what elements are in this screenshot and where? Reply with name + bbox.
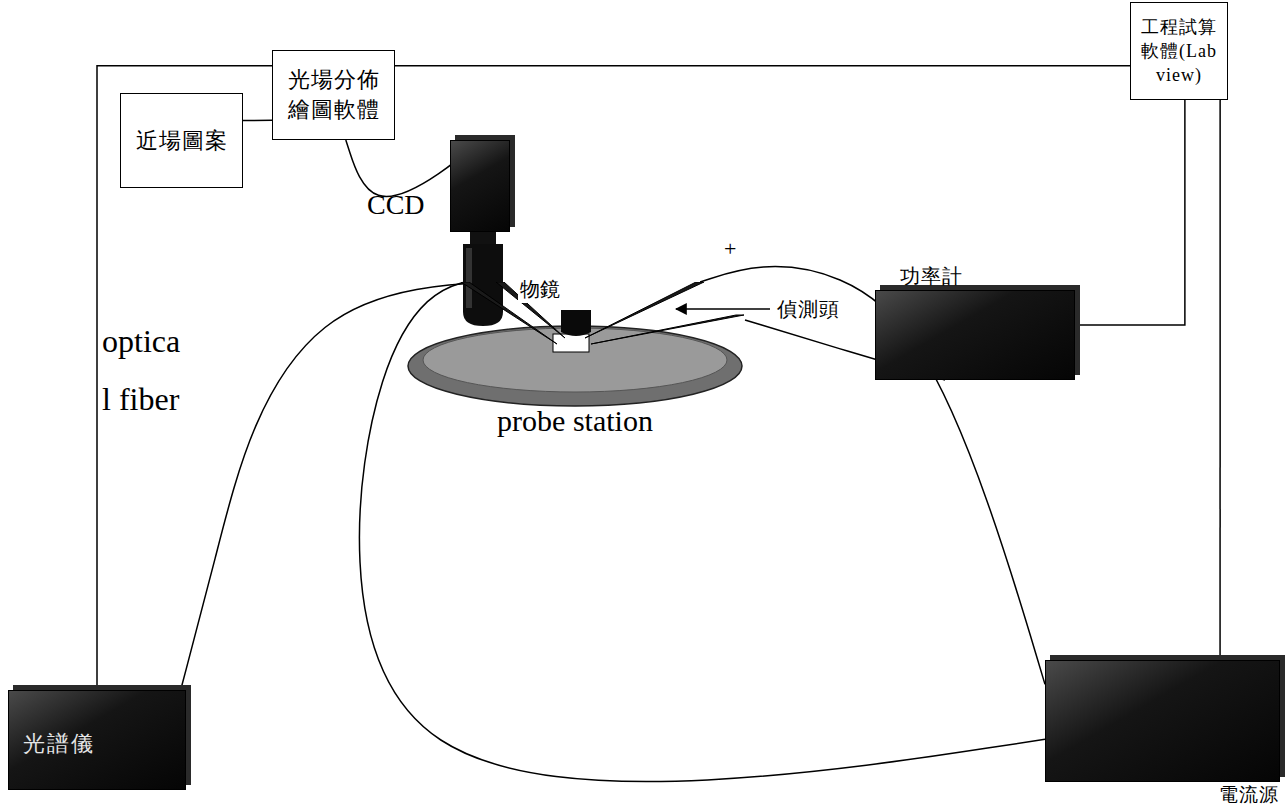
node-text: 電流源	[1219, 785, 1279, 806]
stage-chuck	[423, 328, 727, 392]
pattern-box: 近場圖案	[120, 93, 243, 188]
node-text: 光譜儀	[23, 729, 95, 759]
connector-wire	[1219, 100, 1221, 660]
connector-wire	[1075, 100, 1185, 325]
current-source: 電流源	[1045, 660, 1280, 782]
detector-head	[561, 310, 591, 336]
edge-label: optica l fiber	[100, 312, 194, 428]
node-text: 功率計	[900, 263, 963, 290]
plot-software-box: 光場分佈繪圖軟體	[272, 50, 395, 140]
power-meter: 功率計	[875, 290, 1075, 380]
probe-needle	[591, 315, 744, 344]
node-text: probe station	[405, 404, 745, 438]
pointer-arrow	[676, 308, 770, 310]
probe-needle	[585, 282, 704, 338]
node-text: 近場圖案	[136, 126, 228, 156]
connector-wire	[243, 119, 272, 121]
probe-station: probe station	[405, 282, 745, 447]
stage-rim	[408, 326, 742, 406]
lens-neck	[470, 232, 496, 244]
objective-lens	[463, 232, 503, 326]
node-text: CCD	[367, 189, 425, 221]
device-chip	[553, 334, 589, 352]
spectrometer: 光譜儀	[8, 690, 186, 790]
callout-label: 物鏡	[518, 276, 562, 303]
ccd-camera: CCD	[450, 140, 510, 232]
connector-wire	[97, 66, 1130, 690]
lens-highlight	[466, 248, 472, 308]
software-box: 工程試算軟體(Labview)	[1130, 2, 1228, 100]
callout-label: 偵測頭	[775, 296, 842, 323]
node-text: 工程試算軟體(Labview)	[1137, 15, 1221, 88]
detector-pointer	[676, 309, 770, 310]
node-text: 光場分佈繪圖軟體	[279, 65, 388, 124]
polarity-mark: +	[722, 236, 738, 262]
